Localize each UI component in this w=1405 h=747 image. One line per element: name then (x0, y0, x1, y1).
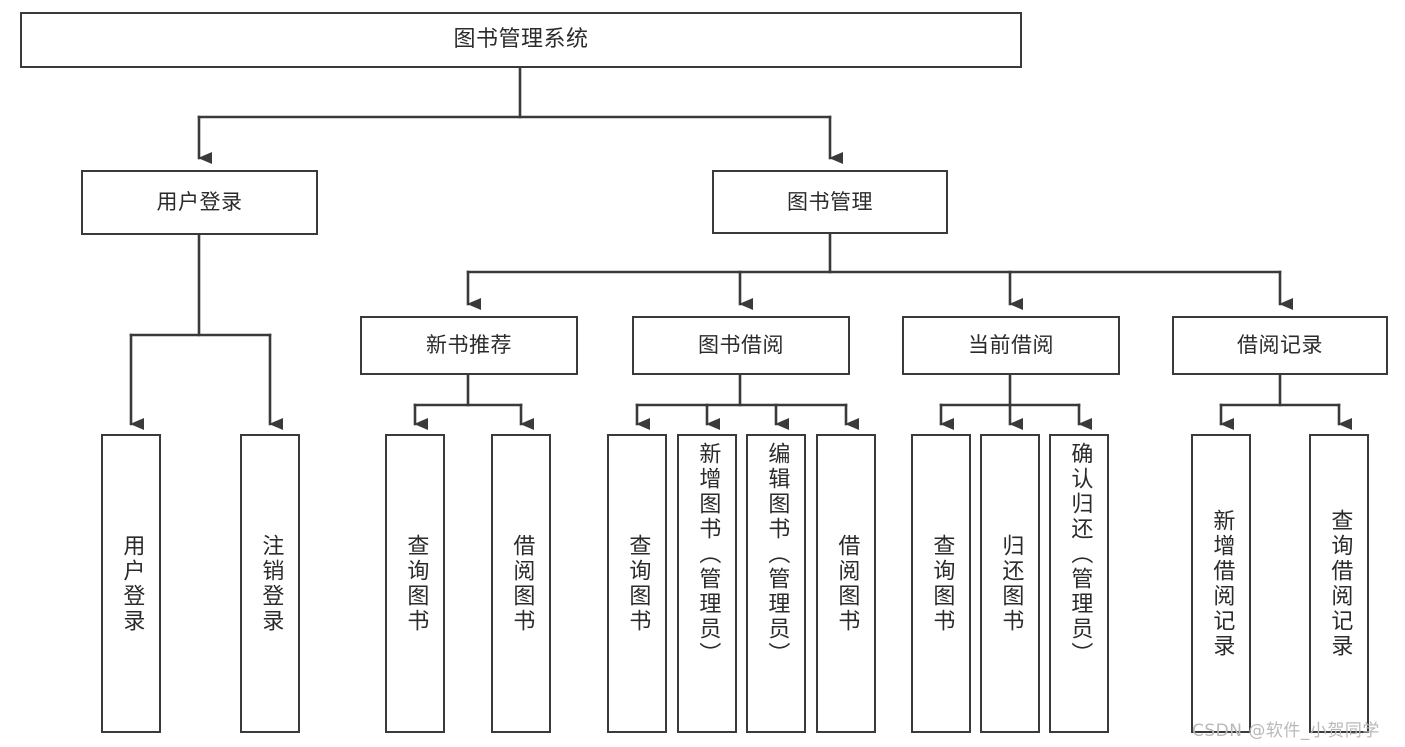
node-leaf-add-book-admin[interactable]: 新增图书（管理员） (677, 434, 737, 733)
node-label: 图书借阅 (698, 333, 784, 358)
node-label: 图书管理 (787, 189, 873, 214)
node-leaf-query-borrow-record[interactable]: 查询借阅记录 (1309, 434, 1369, 733)
node-label: 借阅图书 (834, 533, 860, 634)
node-leaf-query-book-3[interactable]: 查询图书 (911, 434, 971, 733)
node-book-manage[interactable]: 图书管理 (712, 170, 948, 234)
node-book-borrow[interactable]: 图书借阅 (632, 316, 850, 375)
node-leaf-borrow-book-2[interactable]: 借阅图书 (816, 434, 876, 733)
node-label: 注销登录 (258, 533, 284, 634)
node-borrow-record[interactable]: 借阅记录 (1172, 316, 1388, 375)
node-current-borrow[interactable]: 当前借阅 (902, 316, 1120, 375)
node-label: 当前借阅 (968, 333, 1054, 358)
node-leaf-query-book-1[interactable]: 查询图书 (385, 434, 445, 733)
node-leaf-borrow-book-1[interactable]: 借阅图书 (491, 434, 551, 733)
node-leaf-user-login[interactable]: 用户登录 (101, 434, 161, 733)
node-leaf-confirm-return-admin[interactable]: 确认归还（管理员） (1049, 434, 1109, 733)
node-label: 确认归还（管理员） (1067, 442, 1093, 667)
node-label: 新增借阅记录 (1209, 508, 1235, 659)
node-label: 用户登录 (156, 190, 243, 215)
node-user-login[interactable]: 用户登录 (81, 170, 318, 235)
node-leaf-logout[interactable]: 注销登录 (240, 434, 300, 733)
node-label: 编辑图书（管理员） (764, 442, 790, 667)
node-leaf-add-borrow-record[interactable]: 新增借阅记录 (1191, 434, 1251, 733)
node-label: 查询借阅记录 (1327, 508, 1353, 659)
node-root-book-management-system[interactable]: 图书管理系统 (20, 12, 1022, 68)
node-new-book-recommend[interactable]: 新书推荐 (360, 316, 578, 375)
node-label: 用户登录 (119, 533, 145, 634)
node-label: 查询图书 (929, 533, 955, 634)
node-label: 新增图书（管理员） (695, 442, 721, 667)
node-label: 借阅记录 (1237, 333, 1323, 358)
node-label: 图书管理系统 (453, 27, 589, 53)
node-leaf-return-book[interactable]: 归还图书 (980, 434, 1040, 733)
node-label: 查询图书 (625, 533, 651, 634)
node-label: 新书推荐 (426, 333, 512, 358)
node-leaf-query-book-2[interactable]: 查询图书 (607, 434, 667, 733)
node-label: 借阅图书 (509, 533, 535, 634)
node-label: 归还图书 (998, 533, 1024, 634)
node-label: 查询图书 (403, 533, 429, 634)
node-leaf-edit-book-admin[interactable]: 编辑图书（管理员） (746, 434, 806, 733)
